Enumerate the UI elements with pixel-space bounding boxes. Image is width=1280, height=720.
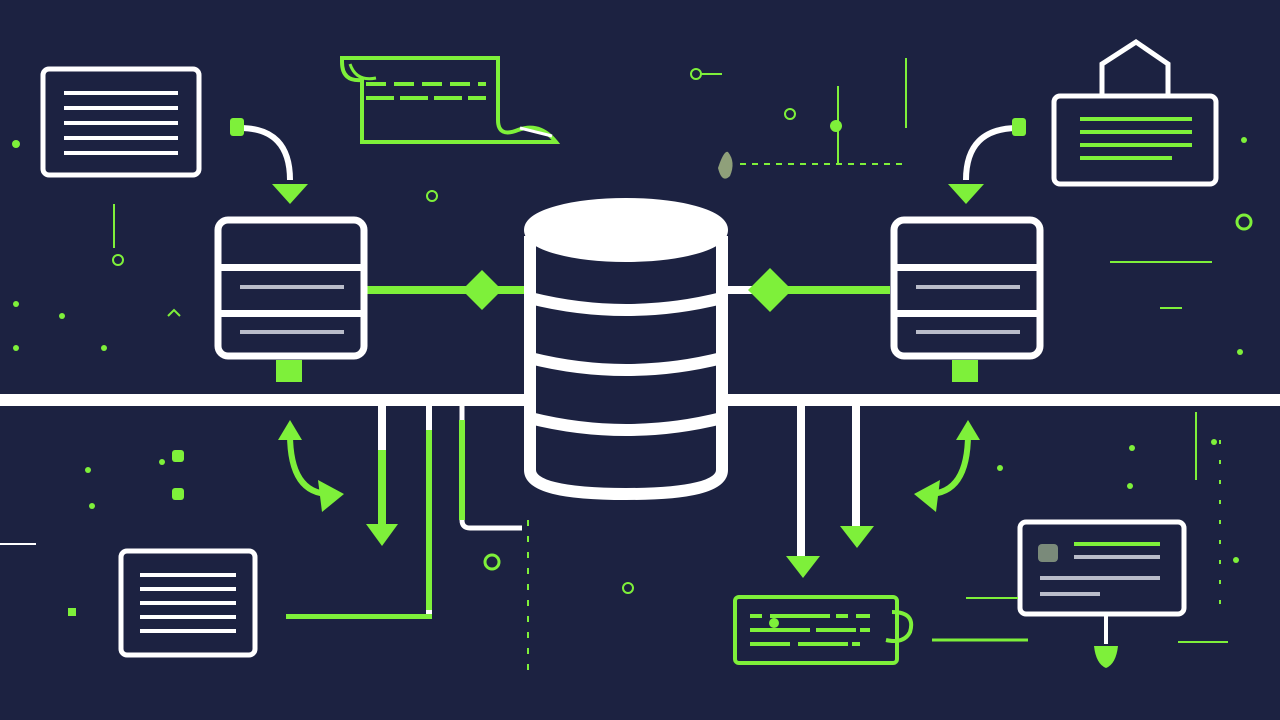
circuit-traces bbox=[0, 58, 1228, 670]
top-center-note bbox=[340, 56, 561, 144]
central-database-icon bbox=[524, 198, 728, 501]
diamond-icon bbox=[462, 270, 502, 310]
curved-arrow-icon bbox=[230, 118, 308, 204]
avatar bbox=[1038, 544, 1058, 562]
top-right-document bbox=[1051, 38, 1219, 187]
curved-arrow-icon bbox=[914, 420, 980, 512]
left-link bbox=[366, 270, 526, 310]
arrow-down-icon bbox=[1094, 646, 1118, 668]
left-server bbox=[214, 216, 368, 382]
arrow-down-icon bbox=[366, 524, 398, 546]
curved-arrow-icon bbox=[278, 420, 344, 512]
bottom-right-card bbox=[1017, 519, 1187, 668]
arrow-down-icon bbox=[840, 526, 874, 548]
curved-arrow-icon bbox=[948, 118, 1026, 204]
bus-accents bbox=[286, 420, 874, 619]
decorative-particles bbox=[12, 68, 1253, 616]
diamond-icon bbox=[748, 268, 792, 312]
right-link bbox=[726, 268, 890, 312]
bottom-center-note bbox=[733, 595, 1028, 665]
arrow-down-icon bbox=[786, 556, 820, 578]
bottom-left-document bbox=[118, 548, 258, 658]
right-server bbox=[890, 216, 1044, 382]
top-left-document bbox=[40, 66, 202, 178]
